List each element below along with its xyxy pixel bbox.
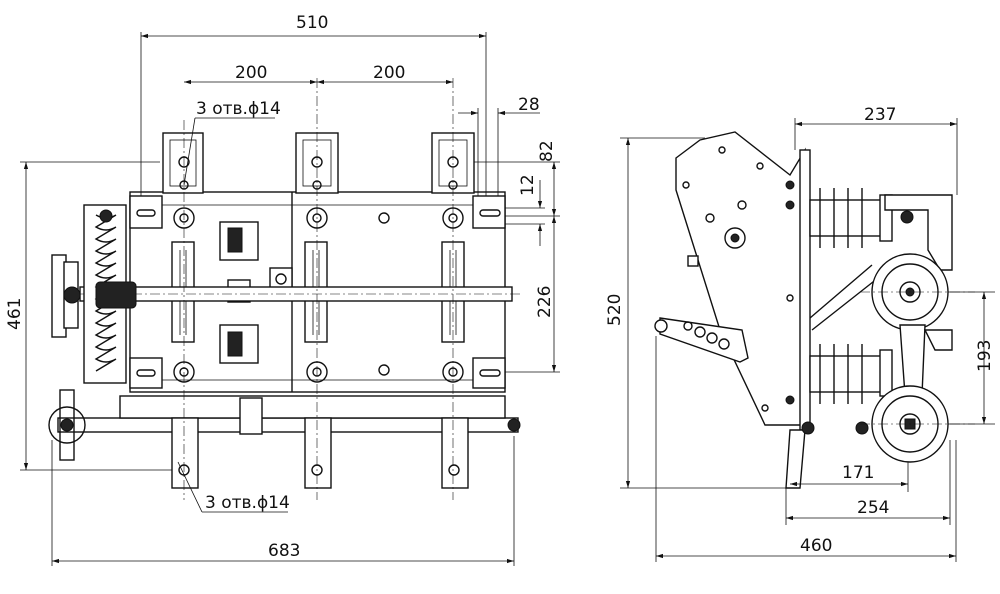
spring-drive — [51, 204, 137, 384]
dim-200-left: 200 — [235, 63, 267, 83]
insulator-lower — [809, 344, 893, 404]
dim-200-right: 200 — [373, 63, 405, 83]
dim-510: 510 — [296, 13, 328, 33]
note-holes-top: 3 отв.ϕ14 — [196, 99, 281, 119]
side-housing — [675, 131, 806, 426]
dim-461: 461 — [5, 298, 25, 330]
dim-12: 12 — [518, 174, 538, 196]
dim-193: 193 — [975, 340, 995, 372]
note-holes-bottom: 3 отв.ϕ14 — [205, 493, 290, 513]
top-contacts — [162, 132, 475, 194]
aux-blocks — [219, 221, 293, 364]
operating-lever — [654, 317, 749, 363]
dim-683: 683 — [268, 541, 300, 561]
bottom-brackets — [171, 417, 469, 489]
insulator-upper — [809, 188, 893, 248]
corner-plates — [129, 195, 506, 389]
dim-237: 237 — [864, 105, 896, 125]
dim-254: 254 — [857, 498, 889, 518]
dim-82: 82 — [537, 140, 557, 162]
side-view: 237 520 193 171 254 460 — [605, 105, 995, 562]
dim-226: 226 — [535, 286, 555, 318]
dim-460: 460 — [800, 536, 832, 556]
dim-520: 520 — [605, 294, 625, 326]
dim-28: 28 — [518, 95, 540, 115]
front-view: 510 200 200 28 3 отв.ϕ14 461 82 12 — [5, 13, 560, 566]
dim-171: 171 — [842, 463, 874, 483]
